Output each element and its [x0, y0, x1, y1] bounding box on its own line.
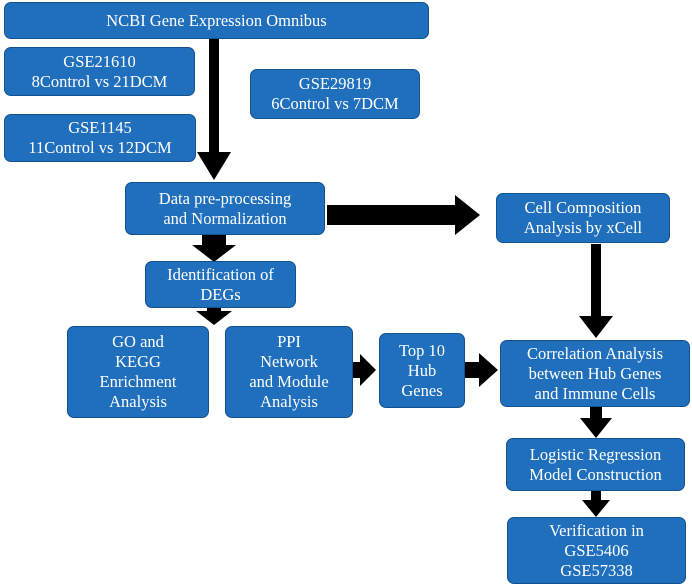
preprocess-line-1: Data pre-processing	[158, 188, 292, 208]
verification-line-2: GSE5406	[564, 540, 629, 560]
geo-text: NCBI Gene Expression Omnibus	[106, 10, 327, 30]
arrow-logistic-to-verification	[582, 491, 610, 517]
arrow-preprocess-to-xcell	[327, 195, 480, 235]
ppi-line-4: Analysis	[260, 392, 318, 411]
logistic-box: Logistic Regression Model Construction	[506, 438, 685, 491]
gse21610-box: GSE21610 8Control vs 21DCM	[4, 47, 195, 96]
preprocess-line-2: and Normalization	[163, 208, 287, 228]
arrow-correlation-to-logistic	[580, 406, 612, 438]
verification-line-3: GSE57338	[560, 560, 633, 580]
ppi-line-2: Network	[260, 352, 318, 371]
arrow-xcell-to-correlation	[579, 244, 613, 338]
hub-genes-box: Top 10 Hub Genes	[379, 333, 465, 408]
go-kegg-line-3: Enrichment	[99, 372, 177, 391]
degs-line-2: DEGs	[200, 284, 241, 304]
arrow-hub-to-correlation	[465, 353, 498, 387]
hub-line-1: Top 10	[398, 340, 446, 360]
correlation-line-1: Correlation Analysis	[526, 343, 664, 363]
preprocess-box: Data pre-processing and Normalization	[125, 182, 325, 235]
arrow-preprocess-to-degs	[192, 234, 236, 262]
geo-box: NCBI Gene Expression Omnibus	[4, 2, 429, 39]
gse21610-id: GSE21610	[63, 51, 136, 71]
degs-box: Identification of DEGs	[145, 261, 296, 308]
ppi-line-3: and Module	[249, 372, 329, 391]
arrow-degs-to-branch	[196, 305, 232, 325]
xcell-line-2: Analysis by xCell	[523, 218, 643, 237]
degs-line-1: Identification of	[167, 264, 274, 284]
logistic-line-2: Model Construction	[529, 464, 662, 484]
gse21610-samples: 8Control vs 21DCM	[31, 71, 168, 91]
go-kegg-box: GO and KEGG Enrichment Analysis	[67, 326, 209, 418]
xcell-box: Cell Composition Analysis by xCell	[496, 193, 670, 243]
gse29819-box: GSE29819 6Control vs 7DCM	[250, 69, 420, 119]
gse1145-box: GSE1145 11Control vs 12DCM	[4, 114, 196, 162]
arrow-geo-to-preprocess	[197, 36, 231, 180]
correlation-box: Correlation Analysis between Hub Genes a…	[500, 340, 690, 407]
verification-line-1: Verification in	[549, 520, 644, 540]
ppi-box: PPI Network and Module Analysis	[225, 326, 353, 418]
logistic-line-1: Logistic Regression	[529, 444, 662, 464]
gse1145-samples: 11Control vs 12DCM	[28, 138, 172, 157]
gse1145-id: GSE1145	[68, 118, 132, 137]
correlation-line-3: and Immune Cells	[534, 383, 656, 403]
correlation-line-2: between Hub Genes	[528, 363, 662, 383]
go-kegg-line-2: KEGG	[115, 352, 161, 371]
xcell-line-1: Cell Composition	[524, 198, 642, 217]
gse29819-samples: 6Control vs 7DCM	[271, 94, 399, 113]
verification-box: Verification in GSE5406 GSE57338	[507, 517, 686, 584]
hub-line-3: Genes	[401, 380, 443, 400]
ppi-line-1: PPI	[277, 332, 301, 351]
go-kegg-line-4: Analysis	[109, 392, 167, 411]
arrow-ppi-to-hub	[352, 354, 376, 386]
go-kegg-line-1: GO and	[112, 332, 164, 351]
hub-line-2: Hub	[407, 360, 437, 380]
gse29819-id: GSE29819	[298, 74, 372, 93]
